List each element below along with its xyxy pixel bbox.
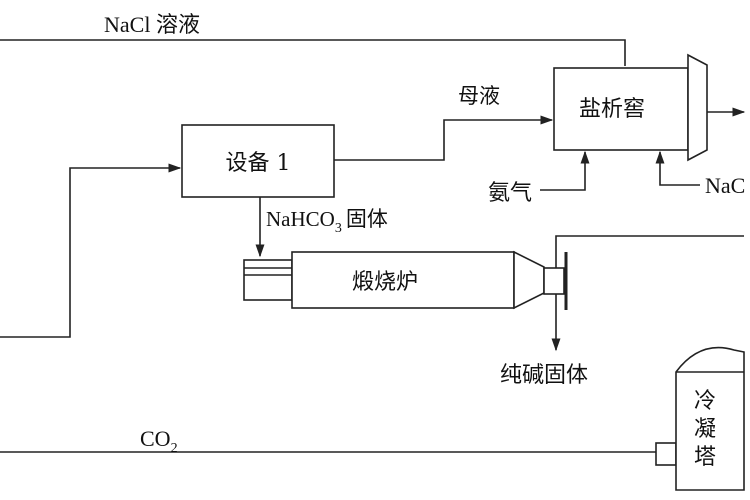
device-1-label: 设备 1: [226, 151, 291, 176]
calciner-cone: [513, 250, 545, 310]
co2-label: CO2: [140, 426, 178, 456]
nacl-feed-label: NaC: [705, 173, 745, 198]
salting-tank-endcap: [687, 53, 708, 162]
nahco3-suffix: 固体: [346, 207, 388, 231]
condenser-body: [675, 346, 745, 491]
calciner-gas-line: [555, 235, 744, 268]
salting-tank-label: 盐析窖: [579, 97, 645, 122]
nacl-feed-line: [655, 150, 700, 186]
nahco3-label: NaHCO3 固体: [266, 207, 388, 236]
co2-prefix: CO: [140, 426, 171, 451]
condenser-label-1: 冷: [694, 389, 716, 414]
co2-subscript: 2: [171, 441, 178, 456]
soda-ash-label: 纯碱固体: [500, 363, 588, 388]
device-1-box: [181, 124, 335, 198]
calciner-label: 煅烧炉: [352, 270, 418, 295]
condenser-label-2: 凝: [694, 417, 716, 442]
nacl-recycle-line: [0, 39, 626, 66]
condenser-label-3: 塔: [694, 445, 716, 470]
mother-liquor-line: [334, 115, 554, 161]
calciner-inlet: [243, 259, 293, 301]
condenser-inlet: [655, 442, 677, 466]
calciner-body: [291, 251, 515, 309]
mother-liquor-label: 母液: [458, 84, 500, 108]
nahco3-subscript: 3: [335, 221, 342, 236]
ammonia-feed-line: [540, 150, 590, 191]
nahco3-prefix: NaHCO: [266, 207, 335, 231]
feed-line: [0, 163, 182, 338]
salting-tank-box: [553, 67, 689, 151]
ammonia-label: 氨气: [488, 181, 532, 206]
nacl-solution-label: NaCl 溶液: [104, 12, 200, 37]
calciner-outlet: [543, 267, 565, 295]
